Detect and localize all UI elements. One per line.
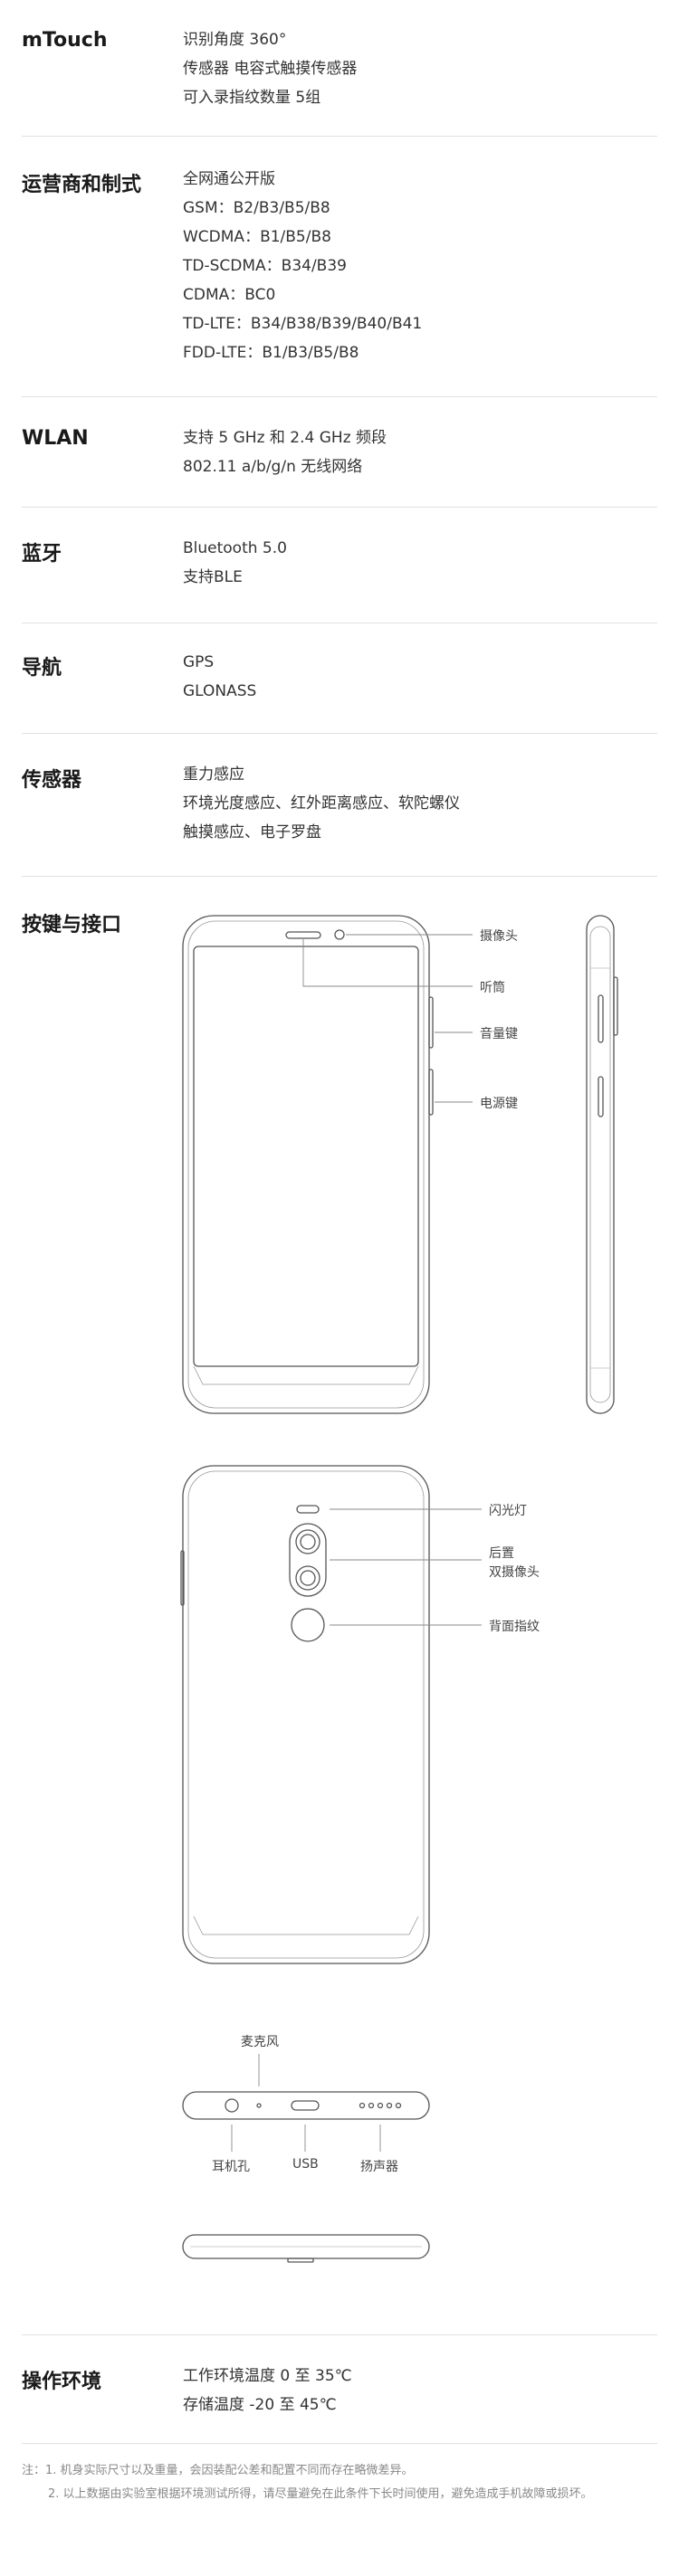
usb-callout: USB [292, 2157, 319, 2172]
bluetooth-label: 蓝牙 [22, 543, 62, 566]
footnote-1: 注：1. 机身实际尺寸以及重量，会因装配公差和配置不同而存在略微差异。 [22, 2464, 414, 2477]
wlan-label: WLAN [22, 427, 89, 450]
footnotes: 注：1. 机身实际尺寸以及重量，会因装配公差和配置不同而存在略微差异。 2. 以… [22, 2459, 593, 2506]
divider [22, 136, 657, 137]
phone-back-diagram [180, 1465, 430, 1964]
headphone-jack-icon [225, 2098, 239, 2113]
spec-line: 存储温度 -20 至 45℃ [183, 2396, 337, 2414]
spec-line: GPS [183, 653, 215, 671]
speaker-callout: 扬声器 [360, 2160, 398, 2174]
mtouch-specs: 识别角度 360° 传感器 电容式触摸传感器 可入录指纹数量 5组 [183, 25, 357, 112]
spec-line: 识别角度 360° [183, 31, 287, 49]
spec-line: Bluetooth 5.0 [183, 539, 287, 557]
volume-key-callout: 音量键 [480, 1027, 518, 1041]
earpiece-icon [285, 931, 321, 939]
spec-line: WCDMA：B1/B5/B8 [183, 228, 331, 246]
environment-specs: 工作环境温度 0 至 35℃ 存储温度 -20 至 45℃ [183, 2362, 352, 2419]
wlan-specs: 支持 5 GHz 和 2.4 GHz 频段 802.11 a/b/g/n 无线网… [183, 423, 387, 481]
spec-line: TD-LTE：B34/B38/B39/B40/B41 [183, 315, 423, 333]
rear-camera-module [289, 1523, 327, 1597]
flash-icon [296, 1505, 320, 1514]
phone-front-diagram [182, 915, 434, 1414]
spec-line: 环境光度感应、红外距离感应、软陀螺仪 [183, 794, 460, 813]
front-camera-icon [334, 929, 345, 940]
camera-callout: 摄像头 [480, 929, 518, 944]
power-key-callout: 电源键 [480, 1097, 518, 1111]
sensors-label: 传感器 [22, 769, 82, 792]
divider [22, 733, 657, 734]
buttons-label: 按键与接口 [22, 914, 122, 936]
spec-line: TD-SCDMA：B34/B39 [183, 257, 347, 275]
spec-line: 触摸感应、电子罗盘 [183, 823, 321, 841]
divider [22, 507, 657, 508]
environment-label: 操作环境 [22, 2371, 102, 2393]
spec-line: 传感器 电容式触摸传感器 [183, 60, 358, 78]
phone-side-diagram [586, 915, 618, 1414]
network-label: 运营商和制式 [22, 174, 142, 196]
spec-line: 重力感应 [183, 765, 244, 784]
rear-fingerprint-callout: 背面指纹 [489, 1620, 540, 1634]
spec-line: GLONASS [183, 682, 257, 700]
power-key-icon [428, 1069, 434, 1116]
spec-line: 802.11 a/b/g/n 无线网络 [183, 458, 363, 476]
volume-key-icon [428, 996, 434, 1049]
divider [22, 396, 657, 397]
fingerprint-sensor-icon [291, 1608, 325, 1642]
microphone-callout: 麦克风 [241, 2035, 279, 2049]
divider [22, 876, 657, 877]
rear-camera-callout-line2: 双摄像头 [489, 1565, 540, 1580]
earpiece-callout: 听筒 [480, 981, 505, 995]
network-specs: 全网通公开版 GSM：B2/B3/B5/B8 WCDMA：B1/B5/B8 TD… [183, 165, 422, 367]
spec-line: 支持 5 GHz 和 2.4 GHz 频段 [183, 429, 387, 447]
usb-port-icon [291, 2100, 320, 2111]
spec-line: 工作环境温度 0 至 35℃ [183, 2367, 352, 2385]
divider [22, 2334, 657, 2335]
phone-top-diagram [182, 2234, 430, 2263]
divider [22, 2443, 657, 2444]
navigation-label: 导航 [22, 657, 62, 680]
rear-camera-callout-line1: 后置 [489, 1546, 514, 1561]
bluetooth-specs: Bluetooth 5.0 支持BLE [183, 534, 287, 592]
spec-line: 可入录指纹数量 5组 [183, 89, 321, 107]
spec-line: CDMA：BC0 [183, 286, 276, 304]
flash-callout: 闪光灯 [489, 1504, 527, 1518]
footnote-2: 2. 以上数据由实验室根据环境测试所得，请尽量避免在此条件下长时间使用，避免造成… [48, 2487, 593, 2501]
headphone-jack-callout: 耳机孔 [212, 2160, 250, 2174]
spec-line: GSM：B2/B3/B5/B8 [183, 199, 330, 217]
sensors-specs: 重力感应 环境光度感应、红外距离感应、软陀螺仪 触摸感应、电子罗盘 [183, 760, 460, 847]
spec-line: 支持BLE [183, 568, 243, 586]
spec-line: 全网通公开版 [183, 170, 275, 188]
navigation-specs: GPS GLONASS [183, 648, 256, 706]
phone-bottom-diagram [182, 2091, 430, 2120]
spec-line: FDD-LTE：B1/B3/B5/B8 [183, 344, 359, 362]
mtouch-label: mTouch [22, 29, 108, 52]
